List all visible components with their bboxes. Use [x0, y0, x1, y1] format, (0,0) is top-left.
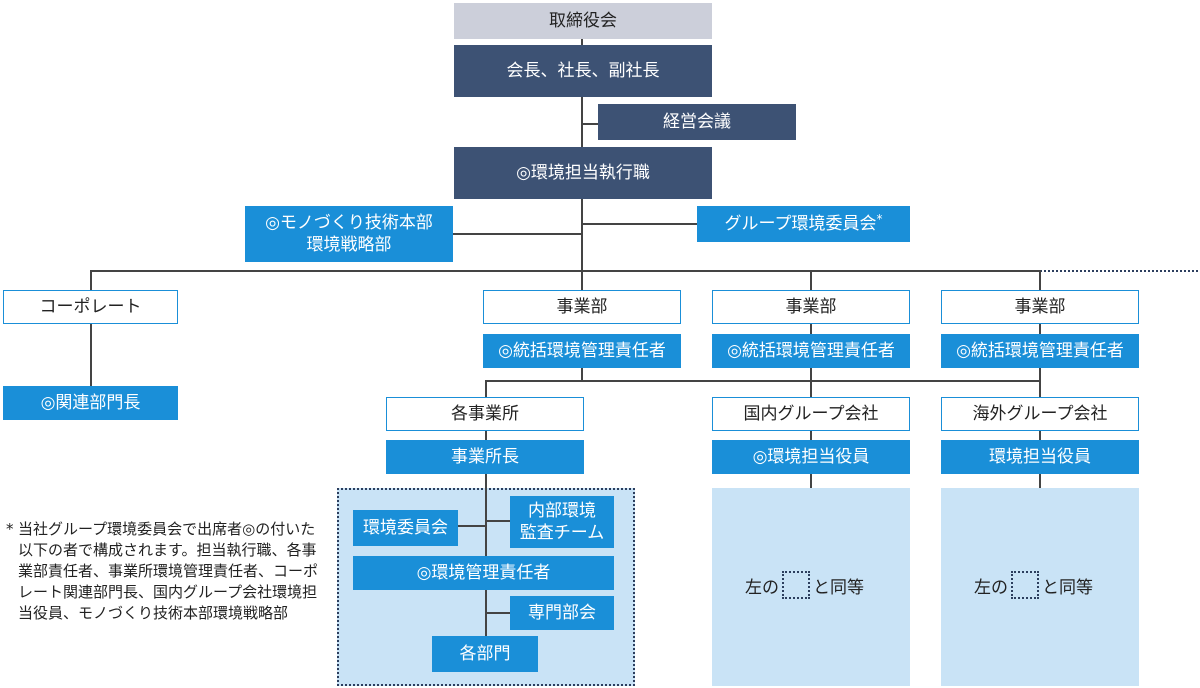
- division-box-1: 事業部: [483, 290, 681, 324]
- expert-committee-box: 専門部会: [510, 596, 614, 630]
- audit-team-line2: 監査チーム: [519, 523, 605, 543]
- corporate-spine: [90, 324, 92, 386]
- division-manager-box-1: ◎統括環境管理責任者: [483, 334, 681, 368]
- audit-team-line1: 内部環境: [528, 501, 596, 521]
- env-committee-box: 環境委員会: [353, 510, 458, 546]
- audit-team-box: 内部環境 監査チーム: [510, 496, 614, 548]
- offices-box: 各事業所: [386, 397, 584, 431]
- top-horizontal-dotted: [1040, 270, 1198, 272]
- group-committee-mark: *: [876, 212, 883, 226]
- lower-horizontal: [485, 380, 1040, 382]
- env-officer-box: ◎環境担当執行職: [454, 147, 712, 199]
- env-committee-branch: [457, 525, 486, 527]
- group-committee-label: グループ環境委員会: [724, 214, 877, 234]
- overseas-equivalent-note: 左の と同等: [974, 571, 1093, 599]
- overseas-company-box: 海外グループ会社: [941, 397, 1139, 431]
- monozukuri-branch: [452, 233, 582, 235]
- domestic-same-left: 左の: [745, 577, 779, 598]
- corporate-drop: [90, 270, 92, 290]
- top-horizontal: [90, 270, 1040, 272]
- monozukuri-box: ◎モノづくり技術本部 環境戦略部: [245, 206, 453, 262]
- footnote: * 当社グループ環境委員会で出席者◎の付いた以下の者で構成されます。担当執行職、…: [6, 519, 326, 624]
- group-committee-box: グループ環境委員会*: [697, 206, 910, 242]
- offices-drop: [485, 380, 487, 397]
- division-box-2: 事業部: [712, 290, 910, 324]
- domestic-same-right: と同等: [813, 577, 864, 598]
- domestic-company-box: 国内グループ会社: [712, 397, 910, 431]
- overseas-panel: [941, 488, 1139, 686]
- domestic-panel: [712, 488, 910, 686]
- expert-committee-branch: [486, 612, 510, 614]
- corporate-box: コーポレート: [3, 290, 178, 324]
- division-manager-box-3: ◎統括環境管理責任者: [941, 334, 1139, 368]
- board-box: 取締役会: [454, 3, 712, 39]
- audit-team-branch: [486, 520, 510, 522]
- division1-spine: [581, 368, 583, 380]
- meeting-branch: [582, 123, 599, 125]
- division-box-3: 事業部: [941, 290, 1139, 324]
- overseas-same-right: と同等: [1042, 577, 1093, 598]
- overseas-same-left: 左の: [974, 577, 1008, 598]
- division1-drop: [581, 270, 583, 290]
- departments-box: 各部門: [432, 636, 538, 672]
- division2-drop: [810, 270, 812, 290]
- division-manager-box-2: ◎統括環境管理責任者: [712, 334, 910, 368]
- dotted-square-icon: [1011, 571, 1039, 599]
- offices-spine: [485, 431, 487, 636]
- overseas-officer-box: 環境担当役員: [941, 440, 1139, 474]
- office-head-box: 事業所長: [386, 440, 584, 474]
- footnote-mark: *: [6, 520, 14, 538]
- domestic-equivalent-note: 左の と同等: [745, 571, 864, 599]
- dotted-square-icon: [782, 571, 810, 599]
- executives-box: 会長、社長、副社長: [454, 45, 712, 97]
- domestic-officer-box: ◎環境担当役員: [712, 440, 910, 474]
- footnote-text: 当社グループ環境委員会で出席者◎の付いた以下の者で構成されます。担当執行職、各事…: [18, 520, 319, 622]
- monozukuri-line1: ◎モノづくり技術本部: [265, 213, 433, 233]
- env-manager-box: ◎環境管理責任者: [353, 556, 614, 590]
- related-heads-box: ◎関連部門長: [3, 386, 178, 420]
- management-meeting-box: 経営会議: [598, 104, 796, 140]
- committee-branch: [582, 223, 698, 225]
- monozukuri-line2: 環境戦略部: [306, 235, 392, 255]
- division3-drop: [1039, 270, 1041, 290]
